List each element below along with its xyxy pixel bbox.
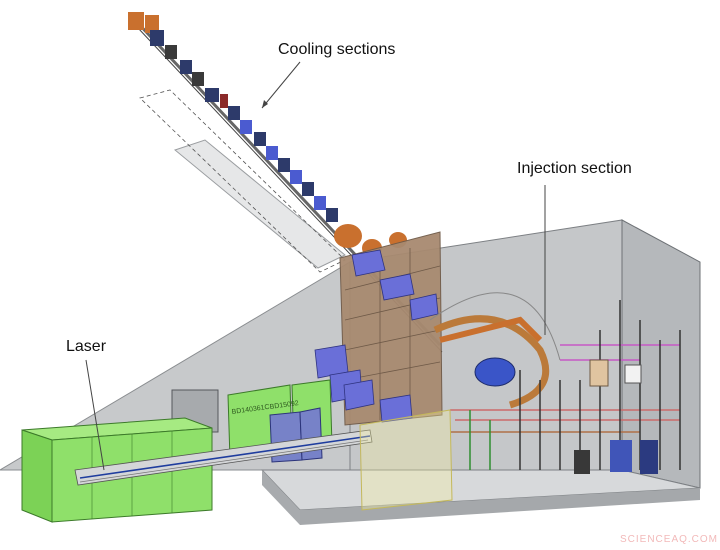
support-frame xyxy=(359,409,453,511)
laser-leader-line xyxy=(85,359,105,471)
laser-box-front xyxy=(21,429,53,523)
cooling-magnets xyxy=(128,12,407,257)
room-equipment xyxy=(574,359,658,474)
label-laser: Laser xyxy=(66,338,107,355)
laser-transport-line xyxy=(74,429,373,486)
cooling-leader-line xyxy=(261,61,301,109)
room-front-edge xyxy=(262,470,300,525)
shield-magnets xyxy=(314,249,439,423)
injection-dome xyxy=(429,292,561,361)
room-pipework xyxy=(450,300,681,470)
watermark: SCIENCEAQ.COM xyxy=(620,534,719,545)
room-right-wall xyxy=(621,219,701,489)
cooling-bed xyxy=(173,139,346,269)
label-cooling-sections: Cooling sections xyxy=(278,41,396,58)
rack-stencil-2: BD15092 xyxy=(269,400,299,411)
label-injection-section: Injection section xyxy=(517,160,632,177)
injection-ring xyxy=(433,315,550,409)
room-front-bottom xyxy=(300,488,700,525)
